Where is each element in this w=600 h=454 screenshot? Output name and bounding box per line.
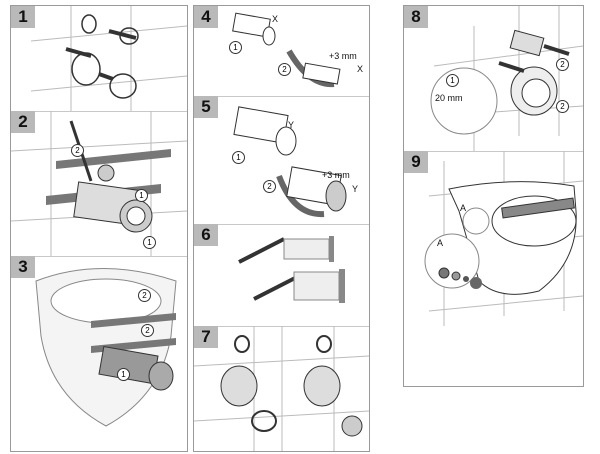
part-1-callout: 1 (446, 74, 459, 87)
part-1-callout: 1 (232, 151, 245, 164)
step-number: 1 (11, 6, 35, 28)
large-pipe-cutting-illustration (233, 106, 347, 218)
deburring-file-illustration (238, 236, 345, 303)
step-number: 8 (404, 6, 428, 28)
dimension-y: Y (288, 120, 295, 130)
dimension-y: Y (352, 184, 359, 194)
pipe-insertion-illustration (430, 6, 583, 151)
step-5-panel: 5 1 Y 2 +3 mm Y (194, 96, 369, 225)
pipe-cutting-illustration (232, 12, 341, 88)
callout-2: 2 (138, 289, 151, 302)
step-number: 4 (194, 6, 218, 28)
step-number: 5 (194, 96, 218, 118)
step-number: 7 (194, 326, 218, 348)
step-1-panel: 1 (11, 6, 187, 112)
distance-label: 20 mm (435, 93, 463, 103)
step-number: 2 (11, 111, 35, 133)
callout-1: 1 (117, 368, 130, 381)
dimension-x: X (272, 14, 279, 24)
step-number: 6 (194, 224, 218, 246)
part-2-callout: 2 (263, 180, 276, 193)
step-4-panel: 4 1 X 2 +3 mm X (194, 6, 369, 97)
dimension-x: X (357, 64, 364, 74)
callout-2: 2 (71, 144, 84, 157)
wall-pipe-seal-illustration (30, 6, 187, 111)
callout-1: 1 (135, 189, 148, 202)
wc-bowl-template-illustration (35, 268, 177, 427)
step-number: 9 (404, 151, 428, 173)
template-board-illustration (11, 111, 187, 256)
callout-2: 2 (141, 324, 154, 337)
part-2-callout: 2 (556, 100, 569, 113)
step-9-panel: 9 A A (404, 151, 583, 386)
detail-a-label: A (460, 203, 467, 213)
step-3-panel: 3 2 2 1 (11, 256, 187, 451)
detail-a-label: A (437, 238, 444, 248)
step-8-panel: 8 1 20 mm 2 2 (404, 6, 583, 152)
wc-leveling-illustration (424, 151, 583, 326)
offset-label: +3 mm (329, 51, 357, 61)
step-7-panel: 7 (194, 326, 369, 451)
callout-1: 1 (143, 236, 156, 249)
part-2-callout: 2 (278, 63, 291, 76)
step-6-panel: 6 (194, 224, 369, 327)
column-2: 4 1 X 2 +3 mm X 5 1 Y 2 +3 mm Y 6 7 (193, 5, 370, 452)
step-number: 3 (11, 256, 35, 278)
column-1: 1 2 2 1 1 3 2 2 1 (10, 5, 188, 452)
column-3: 8 1 20 mm 2 2 9 A A (403, 5, 584, 387)
seal-lubrication-illustration (194, 326, 369, 451)
part-1-callout: 1 (229, 41, 242, 54)
offset-label: +3 mm (322, 170, 350, 180)
part-2-callout: 2 (556, 58, 569, 71)
step-2-panel: 2 2 1 1 (11, 111, 187, 257)
